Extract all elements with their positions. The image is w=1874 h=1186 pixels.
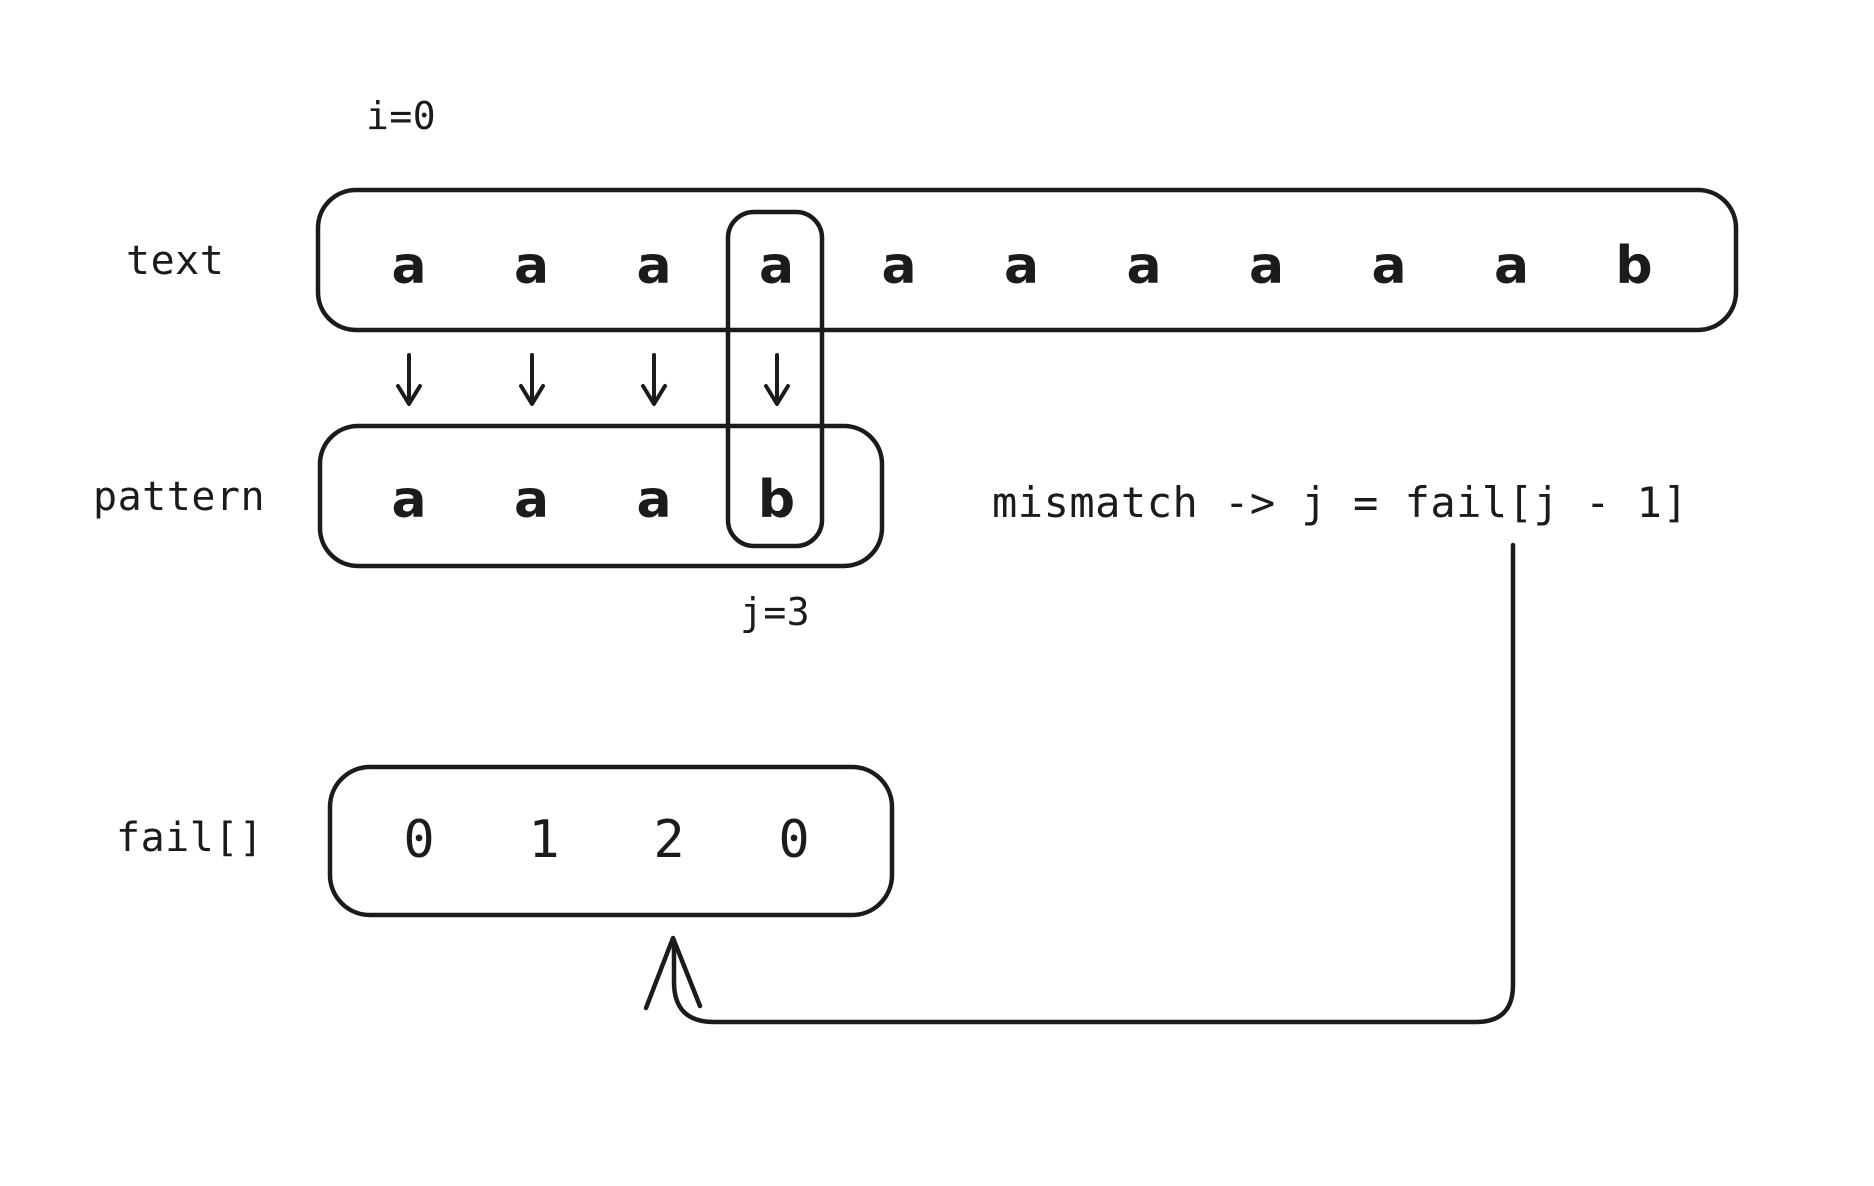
match-arrow-0 xyxy=(396,353,422,406)
match-arrow-3 xyxy=(764,353,790,406)
pattern-array-box xyxy=(317,423,885,569)
mismatch-highlight-box xyxy=(725,209,825,549)
row-label-fail: fail[] xyxy=(116,815,264,861)
row-label-text: text xyxy=(126,238,225,284)
pattern-cell-1: a xyxy=(513,470,550,530)
match-arrow-group xyxy=(396,353,790,406)
text-cell-6: a xyxy=(1126,236,1162,296)
text-cell-4: a xyxy=(881,236,917,296)
fail-cell-1: 1 xyxy=(528,810,560,870)
text-cell-0: a xyxy=(391,236,427,296)
text-cell-2: a xyxy=(636,236,672,296)
text-cell-9: a xyxy=(1493,236,1530,296)
match-arrow-1 xyxy=(519,353,545,406)
fail-array-box xyxy=(327,764,895,918)
index-label-i: i=0 xyxy=(366,94,437,138)
text-array-box xyxy=(315,187,1739,333)
match-arrow-2 xyxy=(641,353,667,406)
fail-cell-2: 2 xyxy=(653,810,685,870)
feedback-connector xyxy=(643,542,1516,1025)
fail-cell-3: 0 xyxy=(778,810,810,870)
index-label-j: j=3 xyxy=(740,590,811,634)
text-cell-10: b xyxy=(1615,236,1653,296)
text-cell-5: a xyxy=(1003,236,1040,296)
row-label-pattern: pattern xyxy=(93,474,266,520)
pattern-cell-2: a xyxy=(636,470,672,530)
fail-cell-0: 0 xyxy=(403,810,435,870)
text-cell-1: a xyxy=(513,236,550,296)
pattern-cell-0: a xyxy=(391,470,427,530)
text-cell-7: a xyxy=(1248,236,1285,296)
text-cell-3: a xyxy=(758,236,795,296)
pattern-cell-3: b xyxy=(757,470,796,530)
mismatch-note: mismatch -> j = fail[j - 1] xyxy=(992,478,1689,527)
feedback-arrowhead xyxy=(643,935,703,1011)
text-cell-8: a xyxy=(1371,236,1407,296)
